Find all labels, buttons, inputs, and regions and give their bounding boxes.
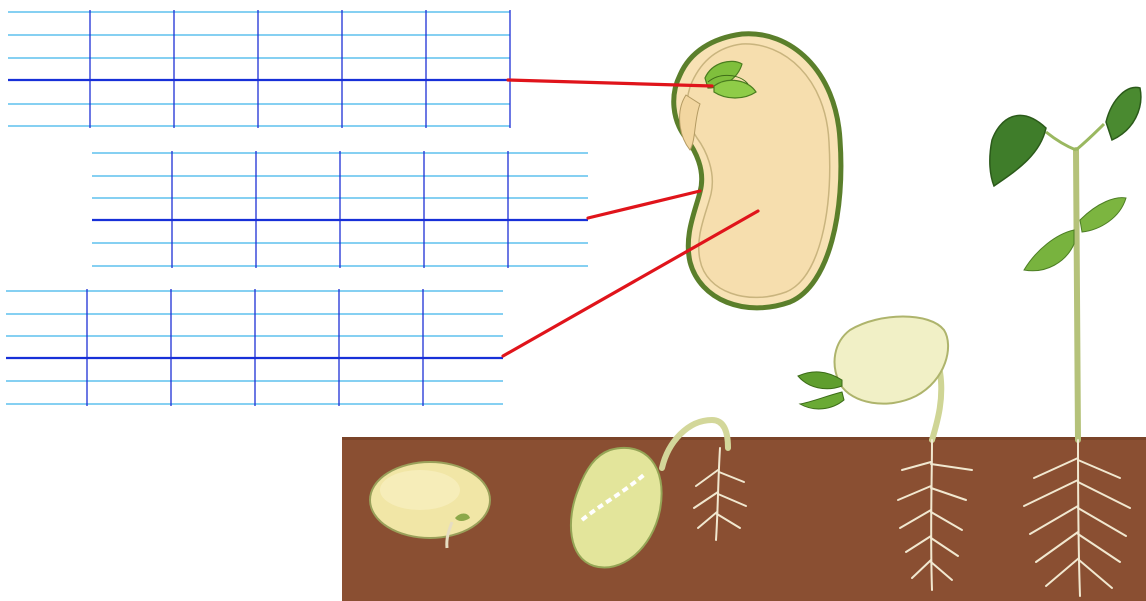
label-box-2[interactable] [92,151,588,268]
label-box-1[interactable] [8,10,510,128]
label-box-3[interactable] [6,289,503,406]
pointer-to-seed-coat [588,191,700,218]
bean-cross-section [674,34,841,308]
